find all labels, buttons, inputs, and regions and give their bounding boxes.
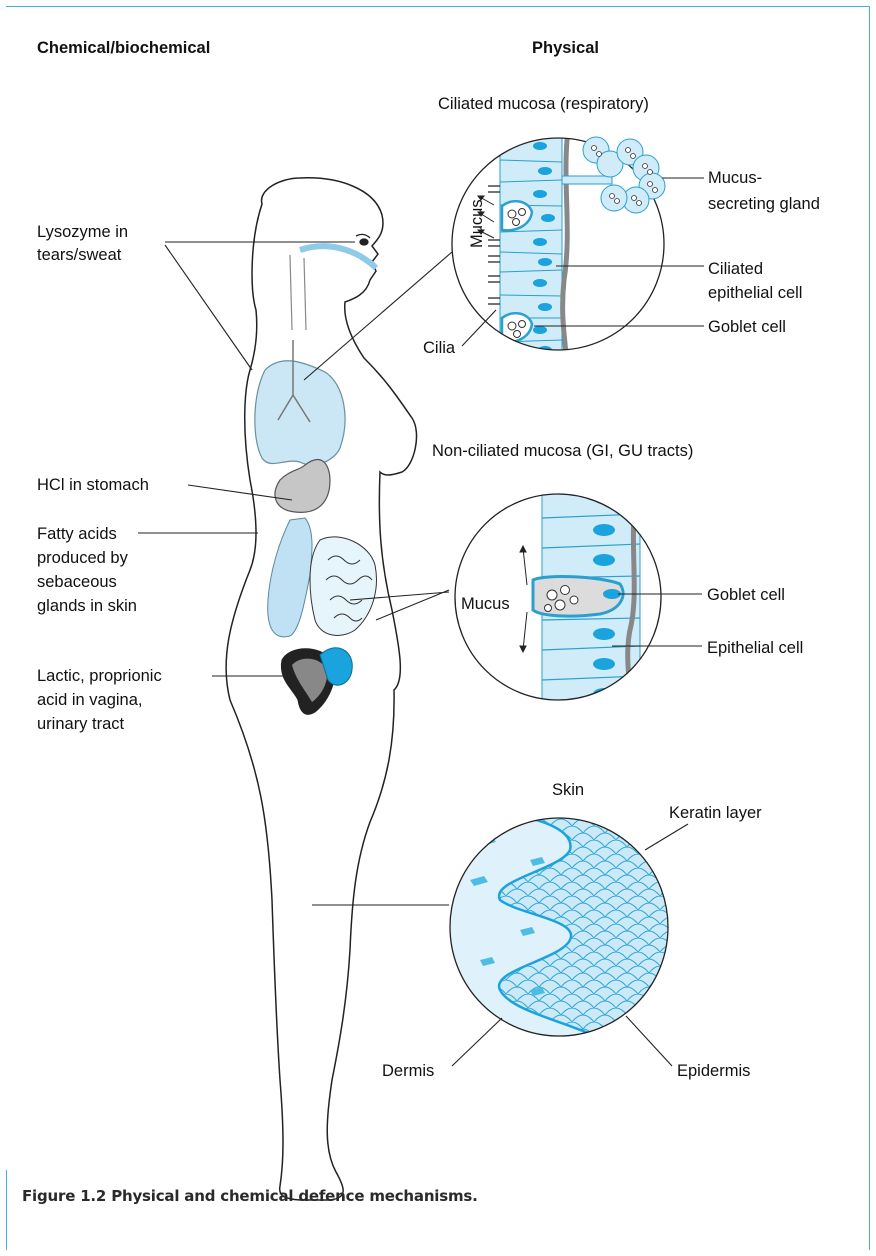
ciliated-mucus-label: Mucus bbox=[468, 199, 486, 248]
svg-text:Lysozyme in: Lysozyme in bbox=[37, 223, 128, 241]
heading-chemical: Chemical/biochemical bbox=[37, 39, 210, 57]
svg-text:Fatty acids: Fatty acids bbox=[37, 525, 117, 543]
leader-keratin bbox=[645, 824, 688, 850]
label-dermis: Dermis bbox=[382, 1062, 434, 1080]
label-nonciliated-epithelial: Epithelial cell bbox=[707, 639, 803, 657]
svg-text:produced by: produced by bbox=[37, 549, 129, 567]
face-icon bbox=[290, 234, 376, 330]
label-keratin: Keratin layer bbox=[669, 804, 762, 822]
svg-text:sebaceous: sebaceous bbox=[37, 573, 117, 591]
label-nonciliated-goblet: Goblet cell bbox=[707, 586, 785, 604]
leader-lung-circle bbox=[304, 252, 452, 380]
svg-text:secreting gland: secreting gland bbox=[708, 195, 820, 213]
stomach-organ bbox=[275, 460, 330, 513]
label-lysozyme: Lysozyme in tears/sweat bbox=[37, 223, 128, 264]
ciliated-title: Ciliated mucosa (respiratory) bbox=[438, 95, 649, 113]
svg-text:urinary tract: urinary tract bbox=[37, 715, 125, 733]
figure-caption: Figure 1.2 Physical and chemical defence… bbox=[22, 1187, 478, 1205]
intestines-organ bbox=[268, 518, 377, 637]
cilia-label: Cilia bbox=[423, 339, 456, 357]
label-epidermis: Epidermis bbox=[677, 1062, 750, 1080]
svg-text:Mucus-: Mucus- bbox=[708, 169, 762, 187]
svg-text:glands in skin: glands in skin bbox=[37, 597, 137, 615]
leader-dermis bbox=[452, 1018, 502, 1066]
leader-epidermis bbox=[626, 1016, 672, 1066]
nonciliated-title: Non-ciliated mucosa (GI, GU tracts) bbox=[432, 442, 693, 460]
leader-lysozyme bbox=[165, 242, 355, 370]
label-lactic: Lactic, proprionic acid in vagina, urina… bbox=[37, 667, 162, 733]
label-ciliated-goblet: Goblet cell bbox=[708, 318, 786, 336]
skin-title: Skin bbox=[552, 781, 584, 799]
lung-organ bbox=[255, 361, 345, 465]
pelvic-organs bbox=[281, 648, 352, 715]
label-ciliated-epithelial: Ciliated epithelial cell bbox=[708, 260, 802, 302]
heading-physical: Physical bbox=[532, 39, 599, 57]
label-mucus-gland: Mucus- secreting gland bbox=[708, 169, 820, 213]
svg-text:acid in vagina,: acid in vagina, bbox=[37, 691, 143, 709]
svg-text:Ciliated: Ciliated bbox=[708, 260, 763, 278]
label-fatty-acids: Fatty acids produced by sebaceous glands… bbox=[37, 525, 137, 615]
label-hcl: HCl in stomach bbox=[37, 476, 149, 494]
nonciliated-mucus-label: Mucus bbox=[461, 595, 510, 613]
svg-text:Lactic, proprionic: Lactic, proprionic bbox=[37, 667, 162, 685]
svg-text:epithelial cell: epithelial cell bbox=[708, 284, 802, 302]
svg-text:tears/sweat: tears/sweat bbox=[37, 246, 122, 264]
